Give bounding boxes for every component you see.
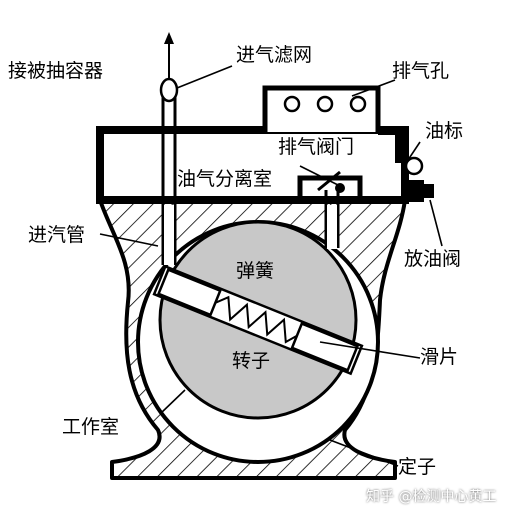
label-vane: 滑片 (420, 346, 459, 368)
label-inlet-filter: 进气滤网 (236, 44, 313, 66)
oil-gauge-sight (404, 156, 424, 176)
label-exhaust-hole: 排气孔 (392, 60, 450, 82)
label-vessel: 接被抽容器 (8, 60, 104, 82)
vane-slot (152, 264, 364, 376)
label-spring: 弹簧 (236, 260, 275, 282)
label-oil-separator: 油气分离室 (177, 168, 273, 190)
label-drain-valve: 放油阀 (404, 248, 462, 270)
label-exhaust-valve: 排气阀门 (278, 136, 355, 158)
label-inlet-pipe: 进汽管 (28, 224, 86, 246)
label-working-chamber: 工作室 (62, 416, 120, 438)
label-rotor: 转子 (232, 350, 271, 372)
label-stator: 定子 (398, 456, 437, 478)
spring-coil (214, 295, 298, 344)
watermark: 知乎 @检测中心黄工 (366, 489, 497, 505)
exhaust-hole-1 (283, 95, 301, 113)
label-oil-gauge: 油标 (425, 120, 464, 142)
exhaust-valve-seat (297, 175, 363, 196)
exhaust-hole-2 (316, 95, 334, 113)
exhaust-hole-3 (349, 95, 367, 113)
drain-valve-body (404, 180, 424, 202)
inlet-filter-bulb (159, 77, 179, 103)
